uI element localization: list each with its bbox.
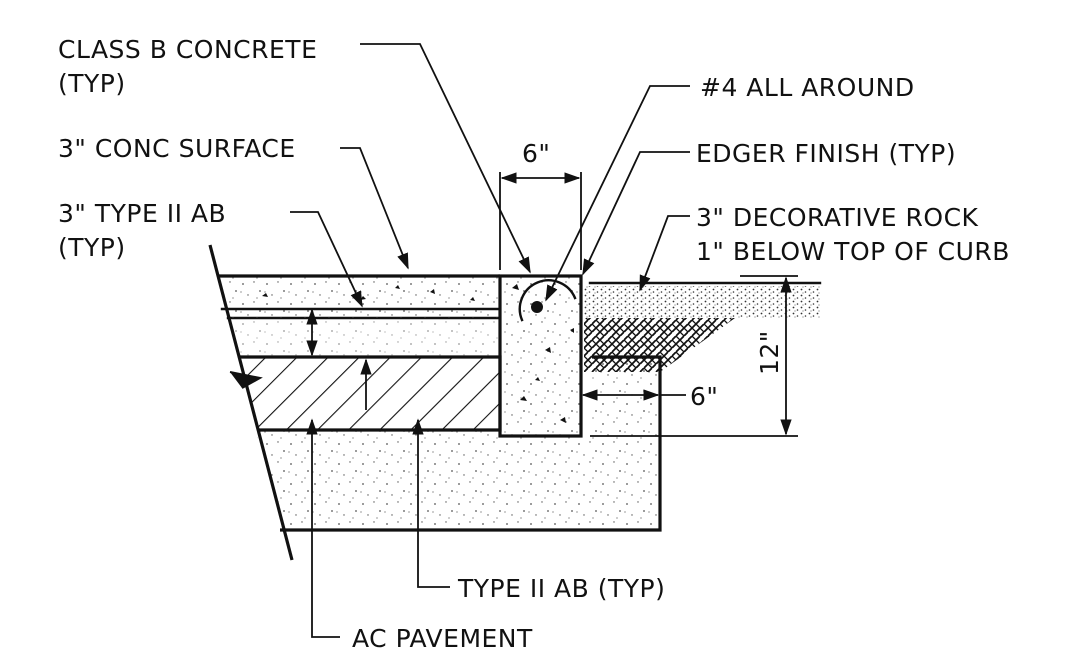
label-decorative-rock-2: 1" BELOW TOP OF CURB — [696, 237, 1010, 266]
type-ii-ab-layer — [226, 316, 502, 357]
concrete-surface-layer — [218, 274, 502, 318]
label-conc-surface: 3" CONC SURFACE — [58, 134, 296, 163]
decorative-rock-layer — [584, 281, 822, 318]
leader-lines — [290, 43, 690, 638]
label-all-around: #4 ALL AROUND — [700, 73, 915, 102]
sloped-edge — [208, 244, 294, 561]
label-class-b-concrete: CLASS B CONCRETE — [58, 35, 317, 64]
dim-label-curb-width: 6" — [522, 139, 550, 168]
dim-label-curb-depth: 12" — [755, 330, 784, 375]
label-type2-ab-typ: TYPE II AB (TYP) — [457, 574, 665, 603]
label-class-b-typ: (TYP) — [58, 69, 126, 98]
rebar-4 — [531, 301, 543, 313]
label-edger-finish: EDGER FINISH (TYP) — [696, 139, 956, 168]
weed-fabric — [584, 318, 735, 372]
label-ac-pavement: AC PAVEMENT — [352, 624, 533, 653]
dim-curb-depth — [590, 275, 798, 437]
label-type2-ab-3in-typ: (TYP) — [58, 233, 126, 262]
ac-pavement-layer — [240, 355, 502, 432]
layer-thickness-arrows — [306, 308, 372, 410]
label-decorative-rock-1: 3" DECORATIVE ROCK — [696, 203, 979, 232]
concrete-curb — [498, 274, 583, 438]
label-type2-ab-3in: 3" TYPE II AB — [58, 199, 226, 228]
dim-curb-width — [499, 172, 582, 270]
dim-label-footing-offset: 6" — [690, 382, 718, 411]
